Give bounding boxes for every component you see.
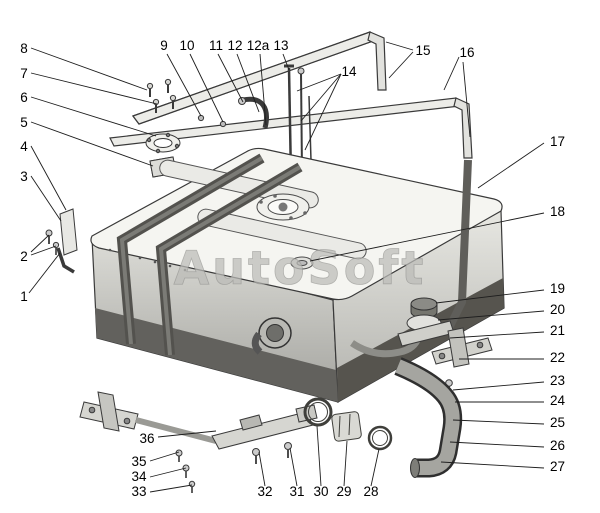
callout-24: 24 — [550, 393, 566, 408]
callout-26: 26 — [550, 438, 565, 453]
leader-lines — [28, 41, 545, 493]
callout-9: 9 — [160, 38, 168, 53]
callout-21: 21 — [550, 323, 565, 338]
clamp-sleeve — [331, 411, 362, 442]
callout-22: 22 — [550, 350, 565, 365]
callout-27: 27 — [550, 459, 565, 474]
callout-14: 14 — [341, 64, 357, 79]
fuel-hose — [350, 336, 422, 358]
callout-33: 33 — [131, 484, 146, 499]
tank-top-face — [90, 147, 503, 301]
rod-nut — [219, 120, 227, 128]
callout-11: 11 — [209, 38, 223, 53]
callout-8: 8 — [20, 41, 28, 56]
callout-12a: 12a — [247, 38, 270, 53]
strap-end-hook — [56, 247, 75, 274]
callout-15: 15 — [415, 43, 430, 58]
callout-10: 10 — [179, 38, 194, 53]
callout-20: 20 — [550, 302, 565, 317]
callout-29: 29 — [336, 484, 351, 499]
callout-18: 18 — [550, 204, 565, 219]
callout-19: 19 — [550, 281, 565, 296]
seal-rings-and-clamp — [303, 397, 393, 451]
callout-6: 6 — [20, 90, 28, 105]
side-plate — [59, 208, 78, 256]
callout-30: 30 — [313, 484, 328, 499]
left-end-hardware — [45, 208, 78, 274]
callout-35: 35 — [131, 454, 146, 469]
callout-3: 3 — [20, 169, 28, 184]
callout-12: 12 — [227, 38, 242, 53]
callout-4: 4 — [20, 139, 28, 154]
callout-25: 25 — [550, 415, 565, 430]
watermark: AutoSoft — [174, 241, 427, 295]
top-recess-slot — [197, 208, 367, 260]
callout-13: 13 — [273, 38, 288, 53]
callout-31: 31 — [289, 484, 304, 499]
mounting-straps — [116, 153, 472, 356]
right-hanger-strap — [444, 159, 472, 332]
seal-ring — [367, 425, 393, 451]
callout-5: 5 — [20, 115, 28, 130]
callout-34: 34 — [131, 469, 147, 484]
callout-labels: 8 7 6 5 4 3 2 1 9 10 11 12 12a 13 14 15 … — [20, 38, 565, 499]
front-elbow-pipe — [251, 331, 263, 355]
seal-ring — [303, 397, 333, 427]
tie-rod-frame — [109, 31, 473, 159]
callout-28: 28 — [363, 484, 378, 499]
drain-pipe — [394, 357, 463, 478]
callout-1: 1 — [20, 289, 28, 304]
tank-front-shadow — [95, 308, 338, 402]
callout-23: 23 — [550, 373, 565, 388]
connector-bar — [135, 417, 217, 444]
frame-hook-right-upper — [367, 31, 387, 91]
filler-cap — [410, 297, 438, 311]
callout-2: 2 — [20, 249, 28, 264]
callout-17: 17 — [550, 134, 565, 149]
callout-36: 36 — [139, 431, 154, 446]
callout-16: 16 — [459, 45, 474, 60]
bottom-mounting-brackets — [79, 391, 318, 493]
callout-32: 32 — [257, 484, 272, 499]
callout-7: 7 — [20, 66, 28, 81]
rod-nut — [197, 114, 205, 122]
filler-neck-assembly — [350, 297, 455, 358]
